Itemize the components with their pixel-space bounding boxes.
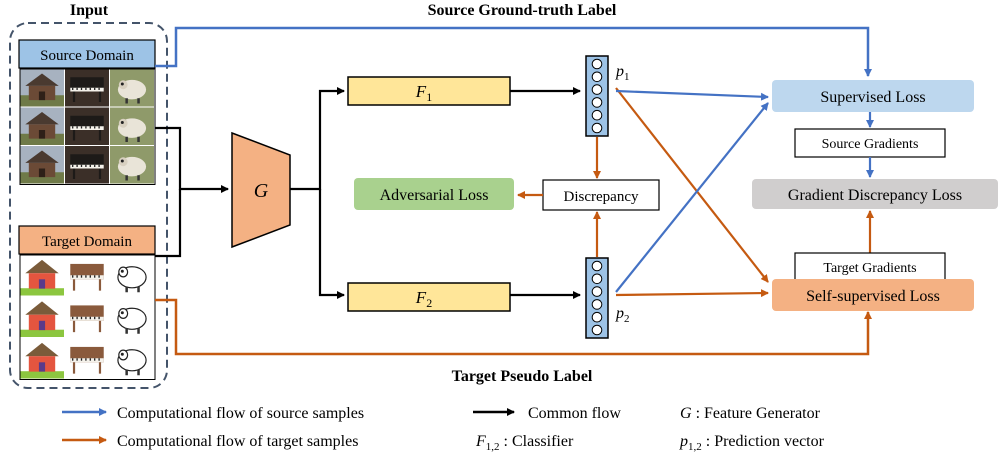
prediction-cell xyxy=(591,273,603,285)
generator-symbol: G xyxy=(254,180,269,202)
source-gradients-box xyxy=(794,128,946,158)
sheep-photo-thumbnail xyxy=(110,146,154,184)
p2-label: p2 xyxy=(615,305,630,325)
prediction-cell xyxy=(591,122,603,134)
piano-photo-thumbnail xyxy=(65,107,109,145)
feature-generator xyxy=(231,131,291,249)
target-gradients-box xyxy=(794,252,946,282)
prediction-cell xyxy=(591,84,603,95)
sheep-cartoon-thumbnail xyxy=(110,296,154,337)
input-container xyxy=(9,22,168,389)
house-cartoon-thumbnail xyxy=(20,255,64,296)
sheep-photo-thumbnail xyxy=(110,107,154,145)
prediction-vector-p2 xyxy=(585,257,609,339)
p2-to-supervised-arrow xyxy=(615,102,769,293)
source-domain-header xyxy=(18,39,156,69)
prediction-cell xyxy=(591,109,603,121)
adversarial-loss-label: Adversarial Loss xyxy=(380,187,489,204)
piano-cartoon-thumbnail xyxy=(65,255,109,296)
generator-to-f2-arrow xyxy=(318,189,345,299)
classifier-f1-label: F1 xyxy=(415,82,432,104)
target-to-generator-arrow xyxy=(155,189,182,258)
prediction-cell xyxy=(591,71,603,83)
classifier-f2-label: F2 xyxy=(415,288,432,310)
p1-to-supervised-arrow xyxy=(615,89,769,101)
barn-photo-thumbnail xyxy=(20,69,64,107)
source-ground-truth-label: Source Ground-truth Label xyxy=(428,2,617,19)
prediction-cell xyxy=(591,286,603,297)
target-domain-header xyxy=(18,225,156,255)
prediction-cell xyxy=(591,324,603,336)
p1-label: p1 xyxy=(615,63,630,83)
self-supervised-loss-label: Self-supervised Loss xyxy=(806,288,940,305)
supervised-loss-box xyxy=(772,80,974,112)
house-cartoon-thumbnail xyxy=(20,296,64,337)
self-supervised-loss-box xyxy=(772,279,974,311)
gradient-discrepancy-loss-box xyxy=(752,179,998,209)
piano-cartoon-thumbnail xyxy=(65,338,109,379)
legend: Computational flow of source samples Com… xyxy=(62,405,825,453)
target-pseudo-label: Target Pseudo Label xyxy=(452,368,593,385)
prediction-vector-p1 xyxy=(585,55,609,137)
generator-to-f1-arrow xyxy=(290,87,345,191)
input-label: Input xyxy=(70,2,109,19)
barn-photo-thumbnail xyxy=(20,146,64,184)
prediction-cell xyxy=(591,260,603,272)
adversarial-loss-box xyxy=(354,178,514,210)
legend-common-flow-label: Common flow xyxy=(528,405,621,422)
prediction-cell xyxy=(591,311,603,323)
classifier-f2 xyxy=(347,282,511,312)
target-image-grid xyxy=(19,254,156,380)
legend-source-flow-label: Computational flow of source samples xyxy=(117,405,364,422)
piano-cartoon-thumbnail xyxy=(65,296,109,337)
source-domain-label: Source Domain xyxy=(40,48,134,64)
piano-photo-thumbnail xyxy=(65,146,109,184)
legend-generator-label: G : Feature Generator xyxy=(680,405,821,422)
discrepancy-label: Discrepancy xyxy=(564,189,639,205)
prediction-cell xyxy=(591,58,603,70)
barn-photo-thumbnail xyxy=(20,107,64,145)
legend-classifier-label: F1,2 : Classifier xyxy=(475,433,574,453)
discrepancy-box xyxy=(542,179,660,211)
p1-to-self-supervised-arrow xyxy=(615,87,769,283)
legend-prediction-label: p1,2 : Prediction vector xyxy=(679,433,825,453)
house-cartoon-thumbnail xyxy=(20,338,64,379)
prediction-cell xyxy=(591,97,603,108)
target-pseudo-label-flow xyxy=(155,298,872,356)
piano-photo-thumbnail xyxy=(65,69,109,107)
target-domain-label: Target Domain xyxy=(42,234,132,250)
target-gradients-label: Target Gradients xyxy=(823,261,916,276)
p2-to-self-supervised-arrow xyxy=(615,289,769,298)
source-image-grid xyxy=(19,68,156,185)
sheep-cartoon-thumbnail xyxy=(110,338,154,379)
classifier-f1 xyxy=(347,76,511,106)
gradient-discrepancy-loss-label: Gradient Discrepancy Loss xyxy=(788,187,962,204)
source-to-generator-arrow xyxy=(155,126,229,193)
source-ground-truth-flow xyxy=(155,26,872,77)
source-gradients-label: Source Gradients xyxy=(822,137,919,152)
sheep-photo-thumbnail xyxy=(110,69,154,107)
legend-target-flow-label: Computational flow of target samples xyxy=(117,433,358,450)
supervised-loss-label: Supervised Loss xyxy=(820,89,925,106)
prediction-cell xyxy=(591,299,603,310)
sheep-cartoon-thumbnail xyxy=(110,255,154,296)
